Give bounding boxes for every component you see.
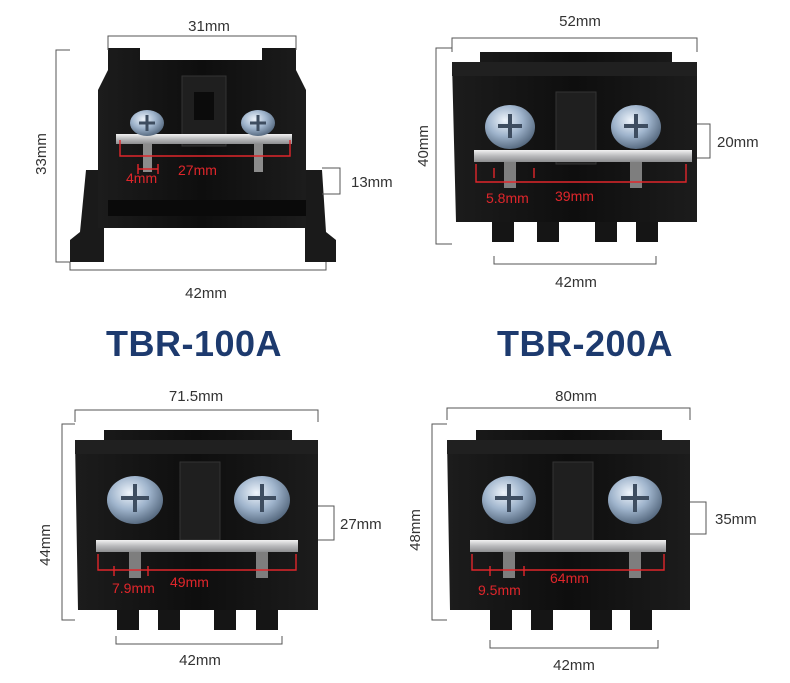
- height-label: 33mm: [33, 133, 50, 175]
- width-label: 52mm: [559, 13, 601, 30]
- base-label: 42mm: [553, 657, 595, 674]
- terminal-block-image: [70, 48, 336, 262]
- height-label: 40mm: [415, 125, 432, 167]
- width-label: 80mm: [555, 388, 597, 405]
- product-terminal-c: 71.5mm 44mm 27mm 42mm 7.9mm 49mm: [37, 388, 382, 669]
- width-label: 71.5mm: [169, 388, 223, 405]
- screw-dimension-line: [493, 168, 535, 178]
- width-dimension-line: [107, 35, 297, 50]
- base-label: 42mm: [555, 274, 597, 291]
- terminal-block-image: [447, 430, 690, 630]
- base-label: 42mm: [179, 652, 221, 669]
- height-dimension-line: [431, 423, 447, 621]
- screw-diameter-label: 9.5mm: [478, 582, 521, 598]
- pitch-label: 64mm: [550, 570, 589, 586]
- side-height-label: 27mm: [340, 516, 382, 533]
- screw-diameter-label: 7.9mm: [112, 580, 155, 596]
- width-dimension-line: [451, 37, 698, 52]
- rail-height-dimension-line: [322, 167, 341, 195]
- pitch-dimension-line: [119, 140, 291, 157]
- base-dimension-line: [69, 262, 327, 271]
- pitch-dimension-line: [97, 554, 297, 571]
- base-dimension-line: [489, 640, 659, 649]
- height-dimension-line: [435, 47, 452, 245]
- rail-height-label: 13mm: [351, 174, 393, 191]
- terminal-block-image: [452, 52, 697, 242]
- model-title-tbr-200a: TBR-200A: [497, 323, 674, 364]
- width-dimension-line: [446, 407, 691, 420]
- side-height-dimension-line: [318, 505, 335, 541]
- screw-diameter-label: 4mm: [126, 170, 157, 186]
- height-dimension-line: [55, 49, 70, 263]
- pitch-label: 39mm: [555, 188, 594, 204]
- product-tbr-200a: 52mm 40mm 20mm 42mm 5.8mm 39mm: [415, 13, 759, 291]
- screw-dimension-line: [113, 566, 149, 576]
- pitch-dimension-line: [475, 164, 687, 183]
- screw-diameter-label: 5.8mm: [486, 190, 529, 206]
- product-terminal-d: 80mm 48mm 35mm 42mm 9.5mm 64mm: [407, 388, 757, 674]
- screw-dimension-line: [489, 566, 525, 576]
- pitch-dimension-line: [471, 554, 665, 571]
- side-height-dimension-line: [697, 123, 711, 159]
- base-dimension-line: [115, 636, 283, 645]
- width-dimension-line: [74, 409, 319, 422]
- side-height-label: 20mm: [717, 134, 759, 151]
- terminal-block-image: [75, 430, 318, 630]
- pitch-label: 49mm: [170, 574, 209, 590]
- width-label: 31mm: [188, 18, 230, 35]
- screw-dimension-line: [137, 164, 159, 174]
- side-height-dimension-line: [690, 501, 707, 535]
- base-label: 42mm: [185, 285, 227, 302]
- height-dimension-line: [61, 423, 75, 621]
- pitch-label: 27mm: [178, 162, 217, 178]
- base-dimension-line: [493, 256, 657, 265]
- side-height-label: 35mm: [715, 511, 757, 528]
- product-tbr-100a: 31mm 33mm 13mm 42mm 4mm 27mm: [33, 18, 393, 302]
- model-title-tbr-100a: TBR-100A: [106, 323, 283, 364]
- height-label: 48mm: [407, 509, 424, 551]
- height-label: 44mm: [37, 524, 54, 566]
